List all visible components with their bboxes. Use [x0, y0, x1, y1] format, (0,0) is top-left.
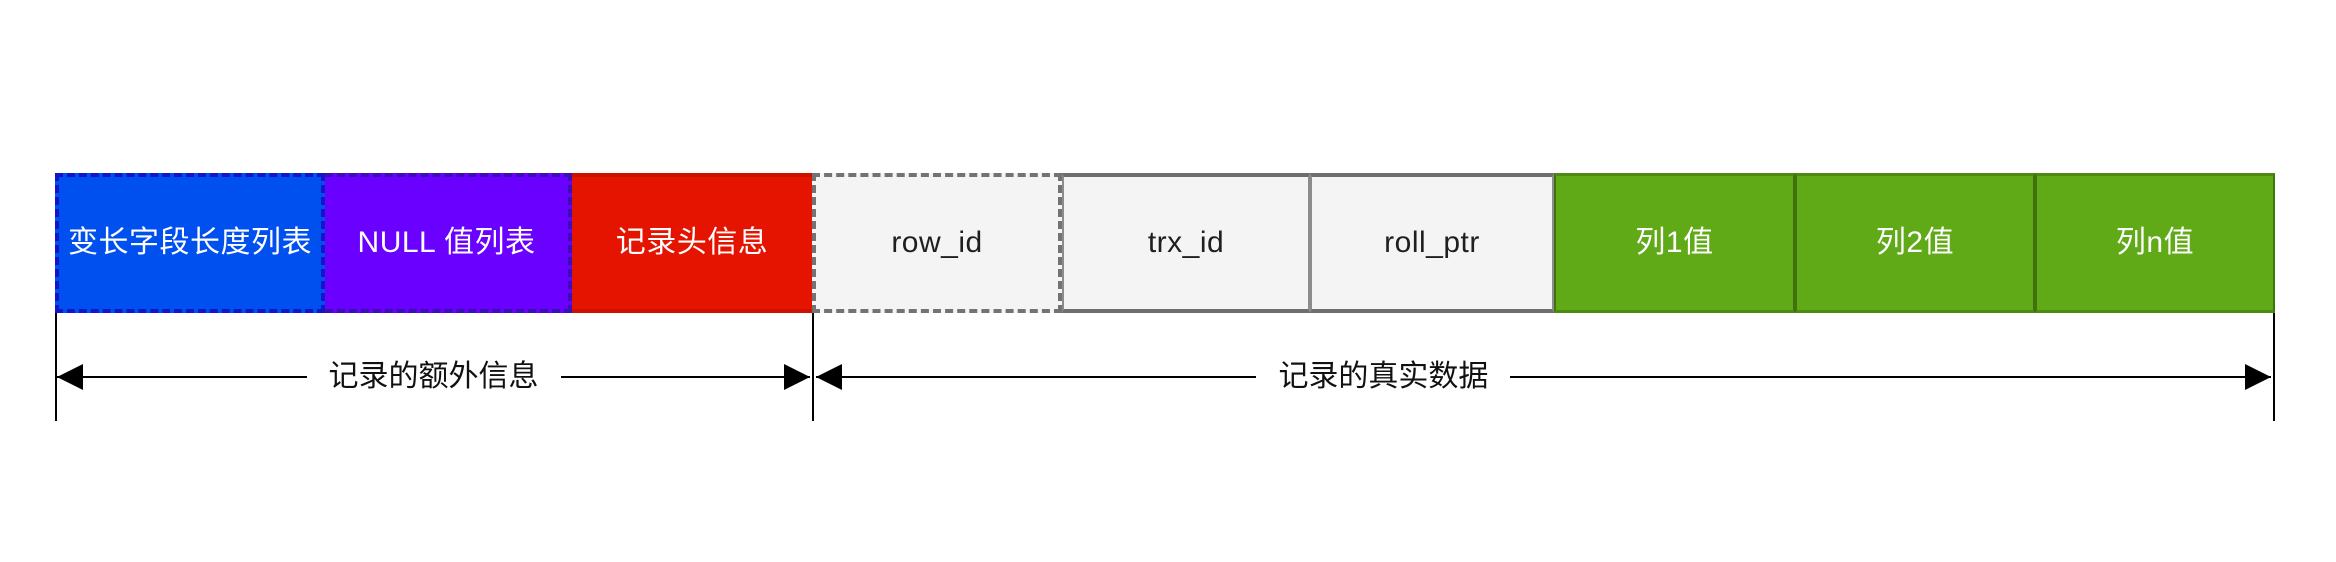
block-column-2-value: 列2值 — [1795, 173, 2035, 313]
arrow-right-icon — [2245, 364, 2271, 390]
arrow-right-icon — [784, 364, 810, 390]
block-record-header: 记录头信息 — [572, 173, 812, 313]
block-column-1-value: 列1值 — [1554, 173, 1795, 313]
block-roll-ptr-label: roll_ptr — [1384, 226, 1480, 259]
block-row-id-label: row_id — [891, 226, 983, 259]
measure-extra-info-label: 记录的额外信息 — [306, 351, 561, 403]
record-layout-row: 变长字段长度列表 NULL 值列表 记录头信息 row_id trx_id ro… — [55, 173, 2275, 313]
block-row-id: row_id — [812, 173, 1062, 313]
block-trx-id-label: trx_id — [1147, 226, 1225, 259]
block-roll-ptr: roll_ptr — [1310, 173, 1554, 313]
arrow-left-icon — [57, 364, 83, 390]
block-column-n-value: 列n值 — [2035, 173, 2275, 313]
measure-extra-info: 记录的额外信息 — [57, 351, 810, 403]
block-column-2-label: 列2值 — [1875, 226, 1955, 259]
block-column-n-label: 列n值 — [2115, 226, 2195, 259]
tick-left-edge — [55, 313, 57, 421]
block-varlen-label: 变长字段长度列表 — [68, 226, 312, 259]
block-trx-id: trx_id — [1062, 173, 1310, 313]
block-column-1-label: 列1值 — [1635, 226, 1714, 259]
block-header-label: 记录头信息 — [615, 226, 769, 259]
block-nulllist-label: NULL 值列表 — [357, 226, 536, 259]
block-null-value-list: NULL 值列表 — [325, 173, 572, 313]
tick-right-edge — [2273, 313, 2275, 421]
tick-extra-data-boundary — [812, 313, 814, 421]
block-varlen-field-length-list: 变长字段长度列表 — [55, 173, 325, 313]
measure-actual-data-label: 记录的真实数据 — [1256, 351, 1511, 403]
measure-actual-data: 记录的真实数据 — [816, 351, 2271, 403]
arrow-left-icon — [816, 364, 842, 390]
measure-actual-data-bar — [816, 376, 2271, 378]
